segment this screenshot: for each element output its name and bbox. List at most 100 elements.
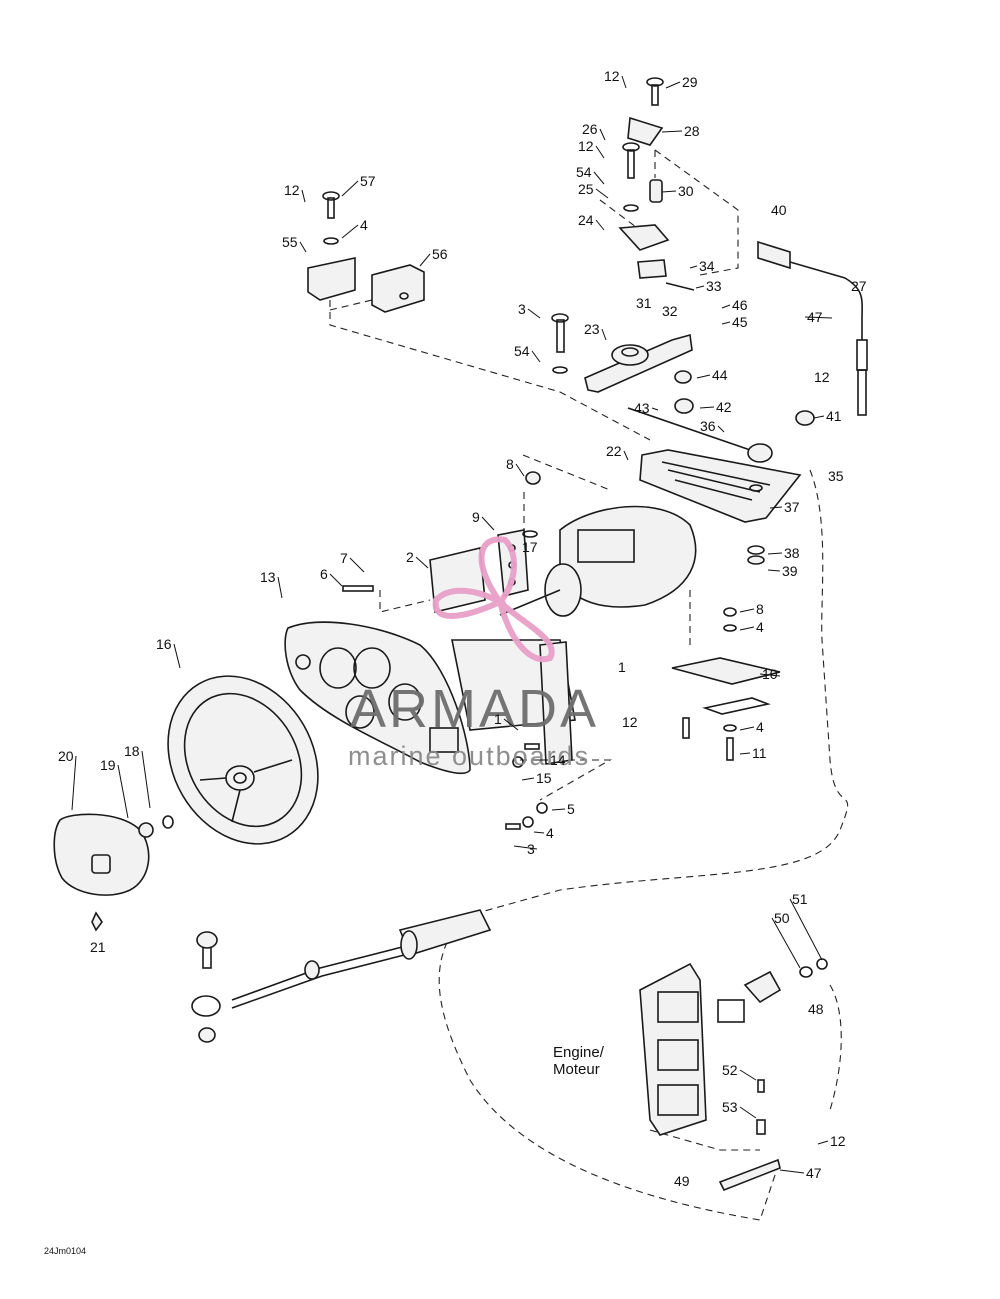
- helm-assembly: [342, 471, 697, 765]
- leader-line-c11: [739, 752, 751, 755]
- callout-c27: 27: [851, 278, 867, 294]
- callout-c19: 19: [100, 757, 116, 773]
- callout-c48: 48: [808, 1001, 824, 1017]
- callout-c22: 22: [606, 443, 622, 459]
- leader-line-c18: [141, 750, 151, 809]
- bracket-55: [307, 257, 356, 301]
- steering-cable: [191, 909, 492, 1043]
- engine-label-line2: Moteur: [553, 1061, 600, 1078]
- leader-line-c53: [739, 1106, 757, 1119]
- callout-c36: 36: [700, 418, 716, 434]
- callout-c29: 29: [682, 74, 698, 90]
- leader-line-c44: [696, 374, 711, 379]
- leader-line-c46: [721, 304, 731, 309]
- callout-c52: 52: [722, 1062, 738, 1078]
- leader-line-c54a: [593, 171, 605, 185]
- callout-c4b: 4: [756, 619, 764, 635]
- plate-28: [627, 116, 664, 146]
- joint-36: [747, 443, 773, 463]
- bolt-26: [627, 149, 635, 179]
- switch-56: [371, 264, 425, 313]
- rod-43: [627, 407, 757, 453]
- nut-8-upper: [522, 530, 538, 538]
- leader-line-c5: [551, 808, 566, 811]
- leader-line-c47a: [804, 316, 833, 319]
- callout-c25: 25: [578, 181, 594, 197]
- callout-c56: 56: [432, 246, 448, 262]
- engine-label-line1: Engine/: [553, 1044, 605, 1061]
- bracket-17: [539, 641, 573, 765]
- callout-c4a: 4: [360, 217, 368, 233]
- bracket-40: [757, 240, 791, 270]
- leader-line-c4b: [739, 626, 755, 631]
- bushing-30: [649, 179, 663, 203]
- callout-c54a: 54: [576, 164, 592, 180]
- rod-end: [191, 995, 221, 1017]
- cap-44: [674, 370, 692, 384]
- callout-c12c: 12: [814, 369, 830, 385]
- screw-6: [342, 585, 374, 592]
- leader-line-c16: [173, 643, 181, 669]
- clip-21: [91, 911, 103, 932]
- callout-c39: 39: [782, 563, 798, 579]
- leader-line-c52: [739, 1069, 757, 1081]
- callout-c35: 35: [828, 468, 844, 484]
- callout-c26: 26: [582, 121, 598, 137]
- callout-c16: 16: [156, 636, 172, 652]
- leader-line-c29: [665, 81, 681, 89]
- washer-38: [747, 545, 765, 555]
- spring-27: [856, 339, 868, 371]
- callout-c9: 9: [472, 509, 480, 525]
- callout-c51: 51: [792, 891, 808, 907]
- callout-c20: 20: [58, 748, 74, 764]
- leader-line-c36: [717, 425, 725, 433]
- washer-4-upper: [323, 237, 339, 245]
- nut-39: [747, 555, 765, 565]
- leader-line-c7: [349, 557, 365, 573]
- callout-c12d: 12: [284, 182, 300, 198]
- leader-line-c33: [695, 285, 705, 289]
- bolt-3-upper: [556, 319, 565, 353]
- leader-line-c2: [415, 556, 429, 569]
- leader-line-c34: [689, 265, 698, 269]
- leader-line-c8b: [739, 608, 755, 613]
- callout-c24: 24: [578, 212, 594, 228]
- leader-line-c57: [341, 180, 359, 197]
- callout-c23: 23: [584, 321, 600, 337]
- leader-line-c37: [769, 506, 783, 509]
- leader-line-c3b: [513, 845, 538, 850]
- leader-line-c12d: [301, 189, 306, 203]
- plate-24: [618, 224, 670, 251]
- leader-line-c8a: [515, 463, 525, 477]
- spring-33: [665, 282, 695, 291]
- diagram-code: 24Jm0104: [44, 1246, 86, 1256]
- callout-c38: 38: [784, 545, 800, 561]
- callout-c7: 7: [340, 550, 348, 566]
- callout-c57: 57: [360, 173, 376, 189]
- leader-line-c30: [661, 190, 677, 193]
- leader-line-c13: [277, 576, 283, 599]
- leader-line-c42: [699, 406, 715, 409]
- callout-c49: 49: [674, 1173, 690, 1189]
- callout-c50: 50: [774, 910, 790, 926]
- leader-line-c28: [661, 130, 683, 133]
- callout-c1a: 1: [618, 659, 626, 675]
- callout-c43: 43: [634, 400, 650, 416]
- callout-c11: 11: [752, 745, 767, 761]
- callout-c47b: 47: [806, 1165, 822, 1181]
- mounting-hardware: [505, 743, 548, 830]
- leader-line-c12f: [817, 1140, 829, 1145]
- callout-c31: 31: [636, 295, 652, 311]
- callout-c12b: 12: [578, 138, 594, 154]
- leader-line-c6: [329, 573, 343, 587]
- helm-flange: [544, 563, 582, 617]
- callout-c30: 30: [678, 183, 694, 199]
- joint-42: [674, 398, 694, 414]
- leader-line-c25: [595, 188, 609, 199]
- leader-line-c56: [419, 253, 431, 267]
- leader-line-c19: [117, 764, 129, 819]
- callout-c21: 21: [90, 939, 106, 955]
- leader-line-c3a: [527, 308, 541, 319]
- leader-line-c39: [767, 569, 781, 572]
